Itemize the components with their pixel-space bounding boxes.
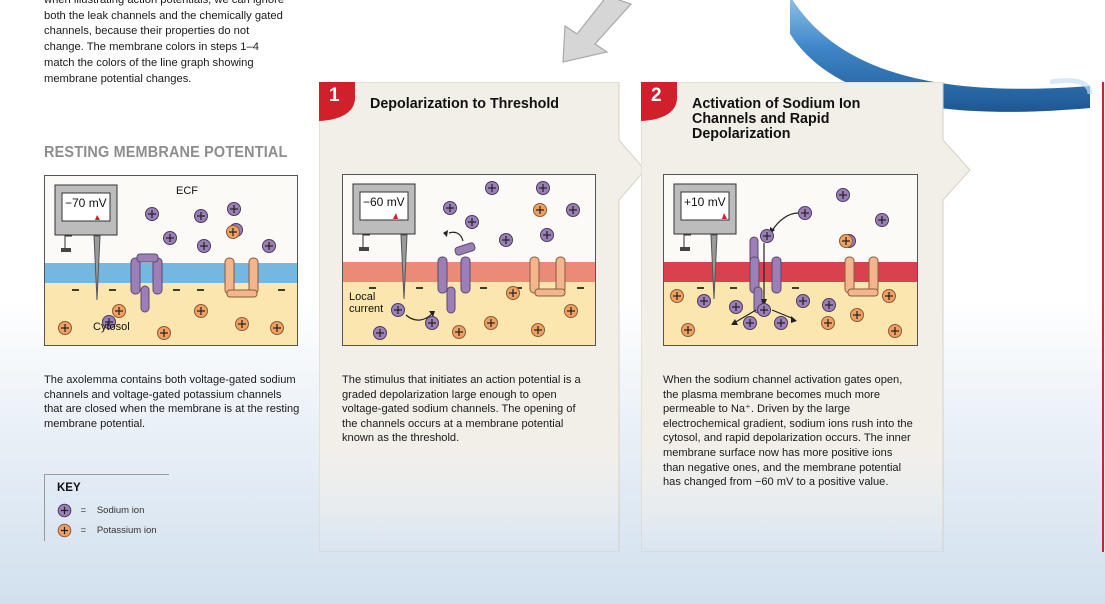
intro-line: match the colors of the line graph showi… xyxy=(44,56,324,72)
step1-description: The stimulus that initiates an action po… xyxy=(342,373,592,446)
intro-line: channels, because their properties do no… xyxy=(44,24,324,40)
step2-title: Activation of Sodium Ion Channels and Ra… xyxy=(692,97,892,142)
resting-diagram: −70 mV ECF Cytosol xyxy=(44,175,298,346)
step2-diagram: +10 mV xyxy=(663,174,918,346)
resting-meter-readout: −70 mV xyxy=(65,196,107,210)
resting-heading: RESTING MEMBRANE POTENTIAL xyxy=(44,144,288,162)
intro-paragraph: when illustrating action potentials, we … xyxy=(44,0,324,87)
step1-meter-readout: −60 mV xyxy=(363,195,405,209)
key-potassium-label: Potassium ion xyxy=(97,525,157,536)
step2-meter-readout: +10 mV xyxy=(684,195,726,209)
key-equals: = xyxy=(81,525,87,536)
key-sodium-label: Sodium ion xyxy=(97,505,145,516)
key-equals: = xyxy=(81,505,87,516)
resting-description: The axolemma contains both voltage-gated… xyxy=(44,373,300,431)
step1-title: Depolarization to Threshold xyxy=(370,97,559,112)
potassium-ion-icon xyxy=(57,523,72,538)
key-legend: KEY = Sodium ion = Potassium ion xyxy=(44,474,169,541)
intro-line: both the leak channels and the chemicall… xyxy=(44,9,324,25)
flow-arrow-icon xyxy=(555,0,645,66)
local-current-label: Local current xyxy=(349,291,383,315)
ecf-label: ECF xyxy=(176,185,198,197)
cytosol-label: Cytosol xyxy=(93,321,130,333)
step1-diagram: −60 mV Local current xyxy=(342,174,596,346)
key-sodium-row: = Sodium ion xyxy=(57,503,144,518)
key-potassium-row: = Potassium ion xyxy=(57,523,157,538)
intro-line: change. The membrane colors in steps 1–4 xyxy=(44,40,324,56)
sodium-ion-icon xyxy=(57,503,72,518)
step1-number: 1 xyxy=(329,85,340,107)
step2-description: When the sodium channel activation gates… xyxy=(663,373,913,490)
intro-line: when illustrating action potentials, we … xyxy=(44,0,324,9)
step2-number: 2 xyxy=(651,85,662,107)
key-title: KEY xyxy=(57,482,169,494)
intro-line: membrane potential changes. xyxy=(44,72,324,88)
